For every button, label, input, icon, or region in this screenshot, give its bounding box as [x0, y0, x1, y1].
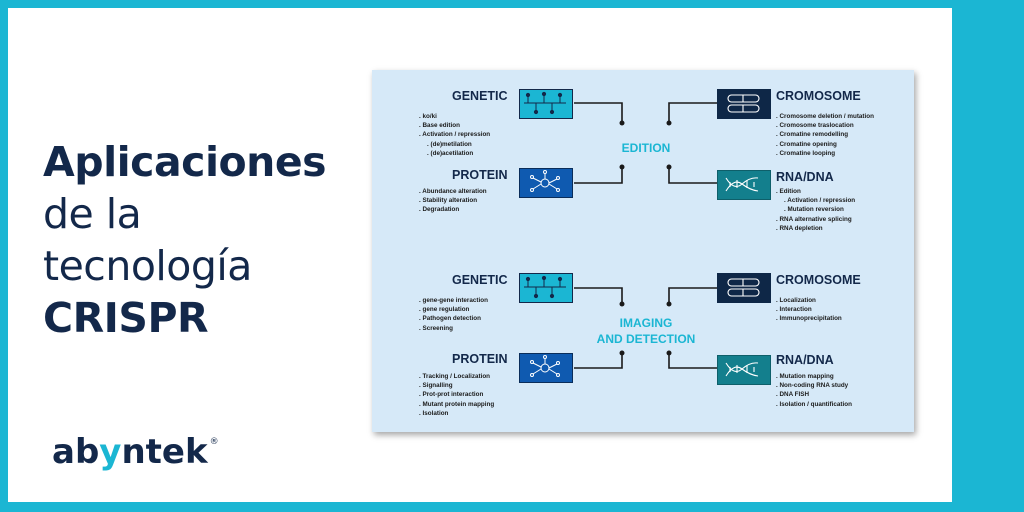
imaging-protein-list: Tracking / Localization Signalling Prot-…: [419, 372, 495, 418]
title-line-1: Aplicaciones: [43, 138, 327, 186]
list-item: Cromatine remodelling: [776, 130, 874, 139]
title-line-3: tecnología: [43, 242, 252, 290]
protein-network-icon: [519, 353, 573, 383]
title-line-4: CRISPR: [43, 294, 209, 342]
connector-genetic-edition: [574, 102, 623, 123]
list-item: Tracking / Localization: [419, 372, 494, 381]
list-item: Cromatine opening: [776, 140, 874, 149]
logo-trademark: ®: [209, 437, 219, 447]
list-item: Pathogen detection: [419, 314, 488, 323]
list-item: Non-coding RNA study: [776, 381, 852, 390]
page-title: Aplicaciones de la tecnología CRISPR: [43, 136, 327, 344]
edition-genetic-list: ko/ki Base edition Activation / repressi…: [419, 112, 490, 158]
list-item: Activation / repression: [419, 130, 490, 139]
list-item: Mutant protein mapping: [419, 400, 495, 409]
imaging-cromosome-label: CROMOSOME: [776, 273, 861, 287]
connector-cromosome-edition: [668, 102, 717, 123]
crispr-applications-diagram: GENETIC ko/ki Base edition Activation / …: [372, 70, 914, 432]
edition-cromosome-list: Cromosome deletion / mutation Cromosome …: [776, 112, 874, 158]
logo-text-pre: ab: [52, 432, 100, 472]
circuit-icon: [519, 273, 573, 303]
list-item: Mutation reversion: [776, 205, 855, 214]
logo-mark: y: [99, 432, 122, 472]
list-item: Degradation: [419, 205, 487, 214]
list-item: gene regulation: [419, 305, 488, 314]
connector-protein-edition: [574, 167, 623, 184]
chromosome-icon: [717, 273, 771, 303]
list-item: Signalling: [419, 381, 494, 390]
connector-lines: [574, 102, 717, 369]
list-item: Isolation / quantification: [776, 400, 852, 409]
list-item: Edition: [776, 187, 855, 196]
connector-rna-edition: [668, 167, 717, 184]
edition-protein-list: Abundance alteration Stability alteratio…: [419, 187, 487, 215]
list-item: Screening: [419, 324, 488, 333]
circuit-icon: [519, 89, 573, 119]
list-item: Base edition: [419, 121, 490, 130]
logo-text-post: ntek: [121, 432, 208, 472]
list-item: (de)metilation: [419, 140, 490, 149]
edition-protein-label: PROTEIN: [452, 168, 508, 182]
protein-network-icon: [519, 168, 573, 198]
imaging-cromosome-list: Localization Interaction Immunoprecipita…: [776, 296, 842, 324]
list-item: Cromosome deletion / mutation: [776, 112, 874, 121]
dna-helix-icon: [717, 170, 771, 200]
edition-rna-label: RNA/DNA: [776, 170, 834, 184]
list-item: Stability alteration: [419, 196, 487, 205]
edition-genetic-label: GENETIC: [452, 89, 508, 103]
list-item: Cromosome traslocation: [776, 121, 874, 130]
list-item: Prot-prot interaction: [419, 390, 494, 399]
imaging-genetic-list: gene-gene interaction gene regulation Pa…: [419, 296, 488, 333]
connector-cromosome-imaging: [668, 287, 717, 304]
chromosome-icon: [717, 89, 771, 119]
connector-protein-imaging: [574, 353, 623, 369]
edition-rna-list: Edition Activation / repression Mutation…: [776, 187, 856, 233]
list-item: gene-gene interaction: [419, 296, 488, 305]
list-item: Mutation mapping: [776, 372, 852, 381]
list-item: RNA depletion: [776, 224, 855, 233]
title-line-2: de la: [43, 190, 142, 238]
list-item: Immunoprecipitation: [776, 314, 842, 323]
list-item: Interaction: [776, 305, 842, 314]
list-item: DNA FISH: [776, 390, 852, 399]
list-item: Isolation: [419, 409, 494, 418]
imaging-center-line-1: IMAGING: [619, 316, 673, 330]
dna-helix-icon: [717, 355, 771, 385]
list-item: ko/ki: [419, 112, 490, 121]
edition-center-label: EDITION: [621, 141, 671, 155]
imaging-center-label: IMAGING AND DETECTION: [584, 315, 708, 347]
list-item: Abundance alteration: [419, 187, 486, 196]
list-item: RNA alternative splicing: [776, 215, 855, 224]
imaging-rna-label: RNA/DNA: [776, 353, 834, 367]
connector-rna-imaging: [668, 353, 717, 369]
imaging-genetic-label: GENETIC: [452, 273, 508, 287]
list-item: Cromatine looping: [776, 149, 874, 158]
imaging-protein-label: PROTEIN: [452, 352, 508, 366]
imaging-rna-list: Mutation mapping Non-coding RNA study DN…: [776, 372, 852, 409]
list-item: Localization: [776, 296, 842, 305]
list-item: (de)acetilation: [419, 149, 490, 158]
imaging-center-line-2: AND DETECTION: [596, 332, 696, 346]
connector-genetic-imaging: [574, 287, 623, 304]
list-item: Activation / repression: [776, 196, 855, 205]
edition-cromosome-label: CROMOSOME: [776, 89, 861, 103]
